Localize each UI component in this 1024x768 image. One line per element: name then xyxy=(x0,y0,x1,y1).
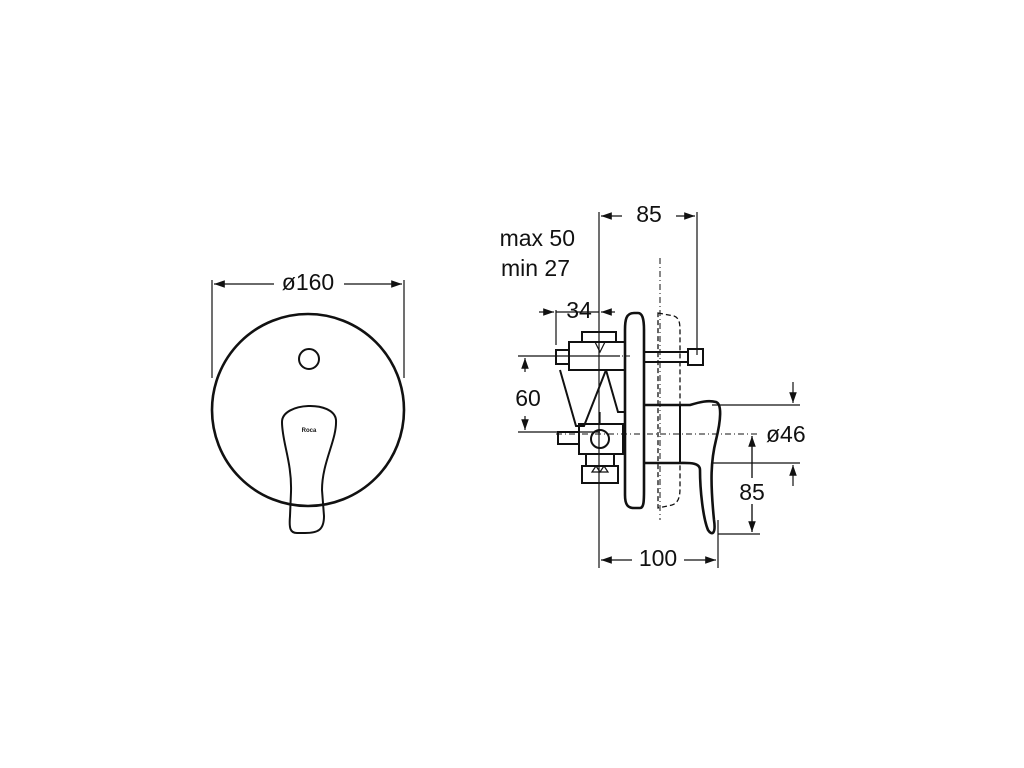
depth-85-label: 85 xyxy=(636,201,662,227)
extension-sleeve xyxy=(657,312,681,509)
lever-handle-side xyxy=(644,399,722,535)
diameter-46-dimension: ø46 xyxy=(556,382,806,486)
offset-34-dimension: 34 xyxy=(539,297,615,345)
wall-range-max: max 50 xyxy=(500,225,575,251)
diameter-160-label: ø160 xyxy=(282,269,334,295)
length-100-label: 100 xyxy=(639,545,677,571)
height-85-dimension: 85 xyxy=(718,436,772,535)
upper-spindle xyxy=(643,348,704,366)
height-85-label: 85 xyxy=(739,479,765,505)
depth-85-dimension: 85 xyxy=(598,201,698,568)
faceplate-side xyxy=(623,311,646,510)
wall-range-min: min 27 xyxy=(501,255,570,281)
side-view: 85 max 50 min 27 34 60 xyxy=(500,201,806,571)
length-100-dimension: 100 xyxy=(601,520,719,571)
front-view: ø160 Roca xyxy=(210,269,406,534)
lever-handle xyxy=(280,405,338,534)
diverter-button xyxy=(298,348,320,370)
faceplate-circle xyxy=(210,312,406,508)
diameter-46-label: ø46 xyxy=(766,421,806,447)
spacing-60-label: 60 xyxy=(515,385,541,411)
mixer-body xyxy=(548,331,630,484)
brand-mark: Roca xyxy=(302,428,317,434)
offset-34-label: 34 xyxy=(566,297,592,323)
diameter-160-dimension: ø160 xyxy=(211,269,405,378)
